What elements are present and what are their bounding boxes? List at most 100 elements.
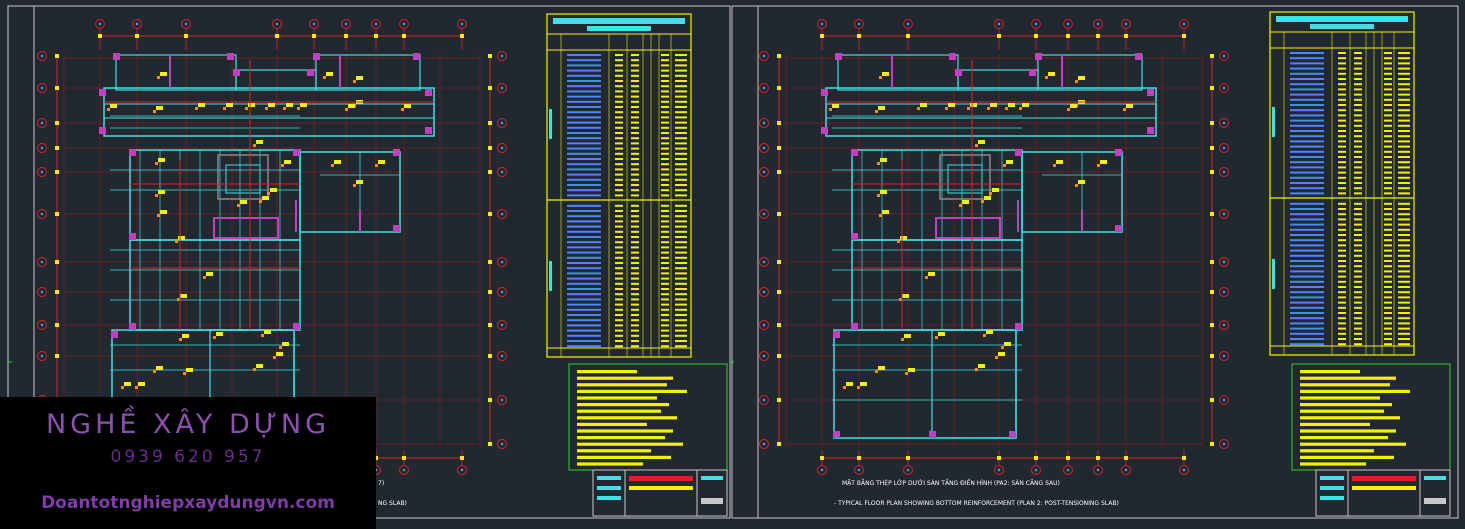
notes-text-line <box>1300 436 1388 440</box>
schedule-row-mark <box>661 225 669 228</box>
rebar-tag-mark <box>829 108 832 111</box>
rebar-tag-mark <box>245 107 248 110</box>
rebar-tag-mark <box>183 372 186 375</box>
column-marker <box>833 431 840 438</box>
schedule-row-mark <box>567 147 601 150</box>
schedule-row-mark <box>615 121 623 124</box>
rebar-tag-mark <box>223 107 226 110</box>
dimension-tick <box>1034 456 1038 460</box>
rebar-tag-mark <box>283 107 286 110</box>
dimension-tick <box>1210 398 1214 402</box>
schedule-row-mark <box>1354 156 1362 158</box>
building-east-wing <box>1021 151 1123 233</box>
rebar-tag <box>226 103 233 107</box>
schedule-row-mark <box>661 267 669 270</box>
grid-bubble-dot <box>1182 22 1186 26</box>
grid-bubble-right <box>497 143 507 153</box>
schedule-row-mark <box>675 204 687 207</box>
schedule-row-mark <box>1338 161 1346 164</box>
schedule-row-mark <box>661 121 669 124</box>
schedule-row-mark <box>661 116 669 119</box>
grid-bubble-dot <box>1222 290 1226 294</box>
schedule-row-mark <box>1398 150 1410 153</box>
watermark-banner: NGHỀ XÂY DỰNG 0939 620 957 Doantotnghiep… <box>0 397 376 529</box>
column-marker <box>129 149 136 156</box>
building-east-wing <box>299 151 401 233</box>
dimension-tick <box>55 54 59 58</box>
schedule-row-mark <box>675 59 687 62</box>
building-top-wing <box>825 87 1157 137</box>
schedule-row-mark <box>631 121 639 124</box>
schedule-row-mark <box>661 69 669 72</box>
schedule-row-mark <box>567 116 601 119</box>
schedule-row-mark <box>1398 124 1410 127</box>
schedule-row-mark <box>567 288 601 290</box>
grid-bubble-dot <box>312 22 316 26</box>
dimension-tick <box>402 456 406 460</box>
schedule-row-mark <box>1384 57 1392 60</box>
column-marker <box>851 233 858 240</box>
schedule-row-mark <box>1338 296 1346 299</box>
dimension-tick <box>98 34 102 38</box>
schedule-row-mark <box>1338 187 1346 190</box>
schedule-row-mark <box>1384 119 1392 122</box>
dimension-tick <box>1210 121 1214 125</box>
schedule-row-mark <box>567 314 601 316</box>
rebar-tag <box>978 364 985 368</box>
grid-bubble-dot <box>374 22 378 26</box>
schedule-table-frame <box>546 13 692 358</box>
schedule-row-mark <box>1338 171 1346 174</box>
schedule-row-mark <box>1354 192 1362 195</box>
building-lower-spine <box>851 239 1023 331</box>
schedule-row-mark <box>1384 176 1392 179</box>
schedule-row-mark <box>615 74 623 77</box>
dimension-tick <box>55 86 59 90</box>
rebar-tag <box>882 72 889 76</box>
dimension-tick <box>777 170 781 174</box>
schedule-row-mark <box>1398 270 1410 273</box>
schedule-row-mark <box>1290 104 1324 106</box>
schedule-row-mark <box>675 308 687 311</box>
grid-bubble-right <box>1219 287 1229 297</box>
schedule-row-mark <box>567 142 601 145</box>
schedule-row-mark <box>1384 312 1392 314</box>
schedule-row-mark <box>1398 166 1410 169</box>
schedule-row-mark <box>675 168 687 171</box>
schedule-row-mark <box>1338 280 1346 283</box>
rebar-tag <box>326 72 333 76</box>
schedule-row-mark <box>1290 78 1324 80</box>
schedule-row-mark <box>1354 343 1362 346</box>
schedule-row-mark <box>1384 327 1392 330</box>
column-marker <box>99 89 106 96</box>
schedule-row-mark <box>615 329 623 332</box>
schedule-row-mark <box>1354 72 1362 75</box>
column-marker <box>425 127 432 134</box>
schedule-row-mark <box>1384 338 1392 340</box>
schedule-row-mark <box>615 246 623 249</box>
schedule-row-mark <box>1384 244 1392 247</box>
grid-bubble-dot <box>1222 170 1226 174</box>
grid-bubble-right <box>497 167 507 177</box>
notes-text-line <box>577 429 673 433</box>
schedule-row-mark <box>1338 322 1346 325</box>
watermark-url: Doantotnghiepxaydungvn.com <box>41 493 335 513</box>
rebar-tag <box>206 272 213 276</box>
schedule-row-mark <box>1384 306 1392 309</box>
dimension-tick <box>275 34 279 38</box>
schedule-row-mark <box>1290 317 1324 320</box>
schedule-row-mark <box>1384 88 1392 91</box>
schedule-row-mark <box>615 90 623 93</box>
grid-bubble-right <box>1219 83 1229 93</box>
schedule-row-mark <box>615 173 623 176</box>
column-marker <box>1115 225 1122 232</box>
schedule-row-mark <box>1398 171 1410 174</box>
rebar-tag <box>160 72 167 76</box>
schedule-row-mark <box>1398 244 1410 247</box>
rebar-tag-mark <box>155 162 158 165</box>
schedule-row-mark <box>1290 192 1324 195</box>
rebar-tag <box>156 106 163 110</box>
schedule-row-mark <box>1384 182 1392 184</box>
rebar-tag <box>860 382 867 386</box>
schedule-row-mark <box>1384 62 1392 65</box>
